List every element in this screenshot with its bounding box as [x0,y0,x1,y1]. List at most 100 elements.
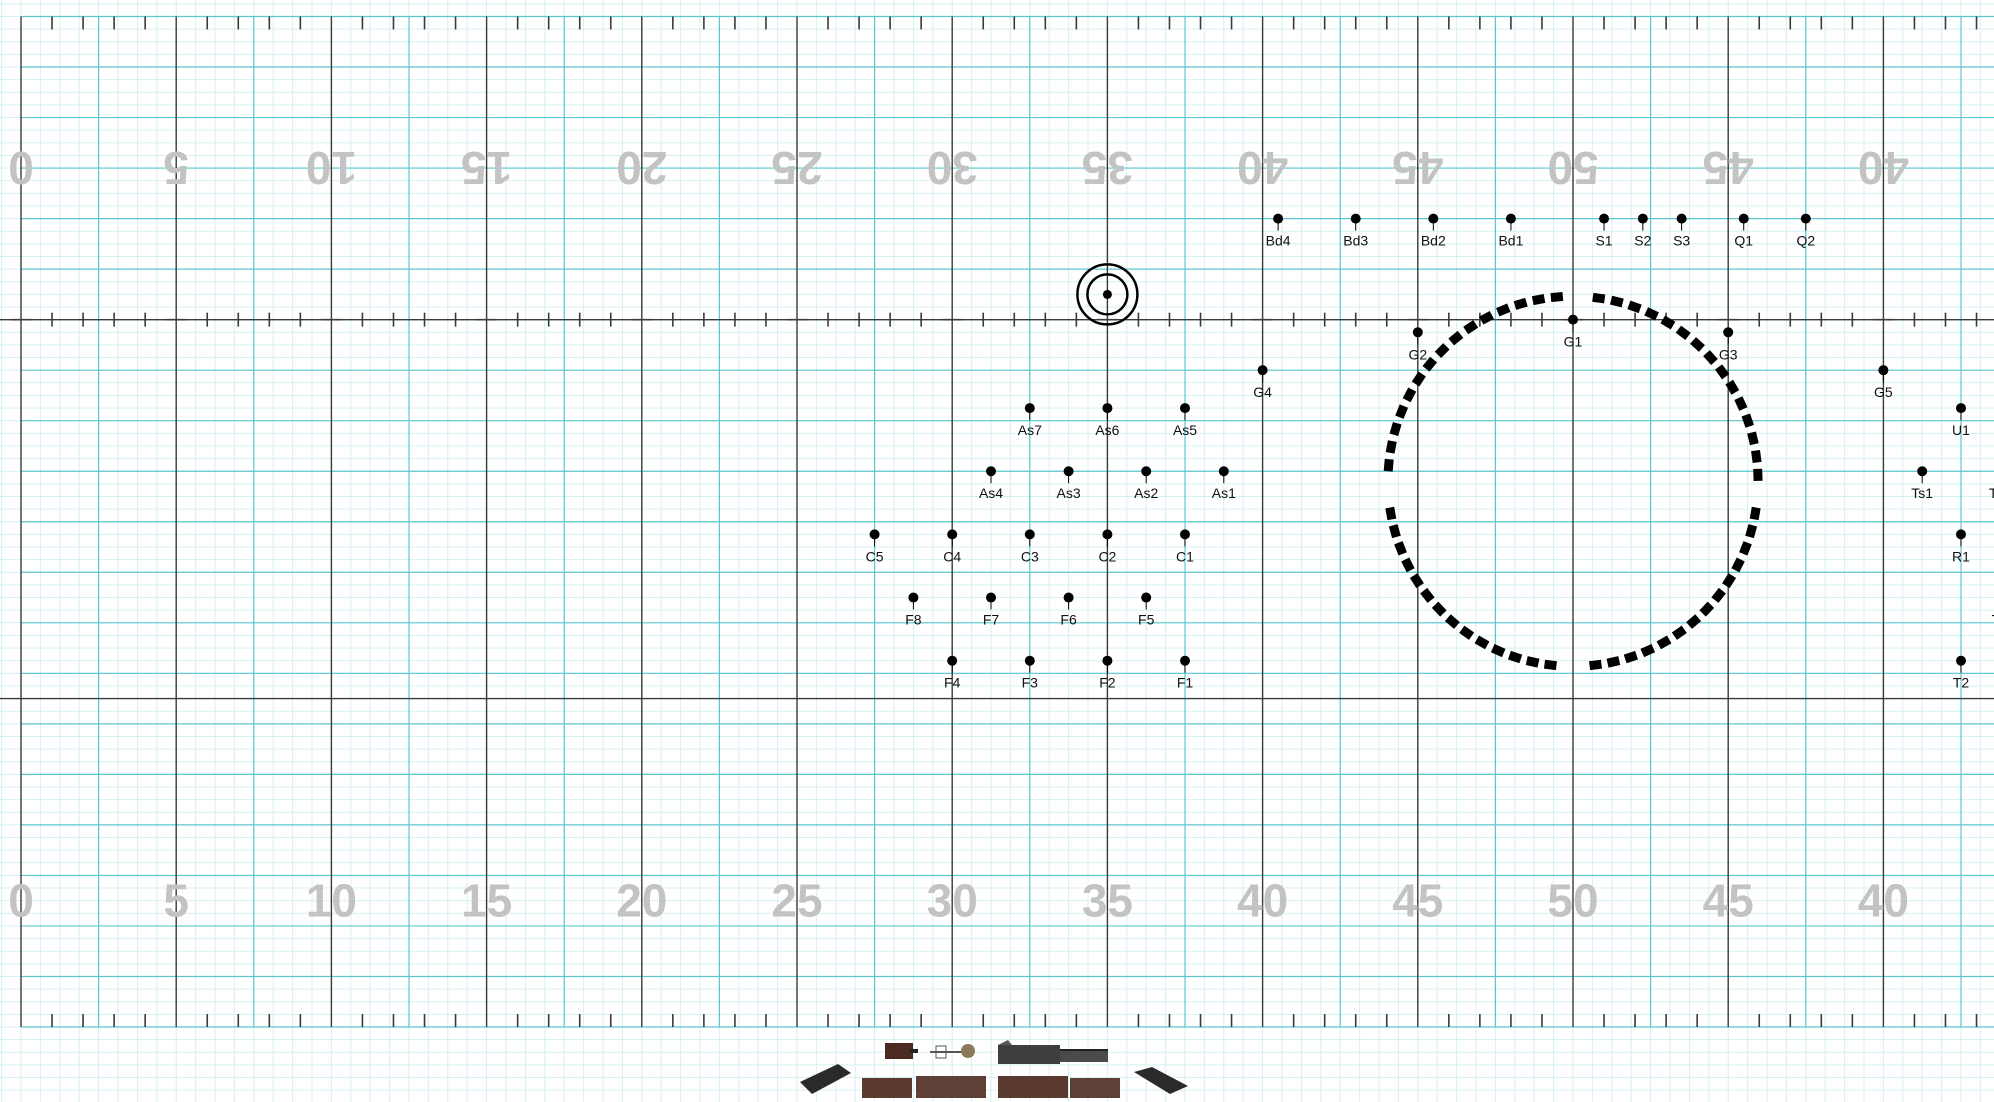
performer-dot [1917,466,1927,476]
performer-label: Ts2 [1989,485,1994,501]
performer-dot [1677,214,1687,224]
prop-riser-2-icon[interactable] [916,1076,986,1098]
performer-label: Bd3 [1343,233,1368,249]
performer-dot [1180,656,1190,666]
performer-label: Bd1 [1498,233,1523,249]
arc-block [1753,469,1762,481]
performer-label: G1 [1564,334,1583,350]
yard-number-bottom: 5 [163,875,189,927]
performer-dot [1506,214,1516,224]
performer-dot [1025,403,1035,413]
performer-label: Q1 [1734,233,1753,249]
performer-dot [986,593,996,603]
performer-label: F2 [1099,675,1116,691]
performer-label: Ts1 [1911,485,1933,501]
performer-label: G3 [1719,346,1738,362]
prop-riser-1-icon[interactable] [862,1078,912,1098]
performer-dot [1180,403,1190,413]
arc-block [1751,450,1762,463]
performer-label: C4 [943,548,961,564]
yard-number-bottom: 0 [8,875,34,927]
performer-label: G5 [1874,384,1893,400]
performer-dot [1413,327,1423,337]
arc-block [1589,660,1602,670]
performer-dot [1064,593,1074,603]
performer-label: T2 [1953,675,1970,691]
performer-dot [1025,529,1035,539]
performer-dot [1102,403,1112,413]
yard-number-bottom: 25 [771,875,822,927]
yard-number-bottom: 20 [616,875,667,927]
yard-number-bottom: 35 [1082,875,1133,927]
yard-number-bottom: 10 [306,875,357,927]
performer-dot [1428,214,1438,224]
yard-number-top: 35 [1082,142,1133,194]
arc-block [1384,459,1394,472]
performer-dot [1638,214,1648,224]
prop-rack-icon[interactable] [1060,1050,1108,1062]
performer-dot [1723,327,1733,337]
yard-number-bottom: 45 [1703,875,1754,927]
performer-label: As5 [1173,422,1197,438]
performer-dot [1801,214,1811,224]
yard-number-bottom: 40 [1237,875,1288,927]
yard-number-top: 10 [306,142,357,194]
yard-number-top: 45 [1703,142,1754,194]
performer-label: As2 [1134,485,1158,501]
target-center [1103,290,1112,299]
yard-number-bottom: 45 [1392,875,1443,927]
performer-dot [1599,214,1609,224]
performer-dot [1351,214,1361,224]
performer-label: Q2 [1796,233,1815,249]
performer-dot [1258,365,1268,375]
yard-number-top: 30 [927,142,978,194]
performer-dot [1878,365,1888,375]
performer-dot [1064,466,1074,476]
performer-dot [1025,656,1035,666]
yard-number-bottom: 40 [1858,875,1909,927]
performer-label: U1 [1952,422,1970,438]
performer-label: G2 [1408,346,1427,362]
performer-label: S1 [1595,233,1612,249]
yard-number-top: 15 [461,142,512,194]
yard-number-top: 40 [1858,142,1909,194]
arc-block [1592,293,1605,304]
performer-dot [1141,466,1151,476]
prop-riser-4-icon[interactable] [1070,1078,1120,1098]
performer-label: As6 [1095,422,1119,438]
performer-label: S2 [1634,233,1651,249]
performer-label: C1 [1176,548,1194,564]
performer-dot [1568,315,1578,325]
arc-block [1544,660,1557,670]
performer-label: As7 [1018,422,1042,438]
performer-label: F3 [1022,675,1039,691]
yard-number-top: 40 [1237,142,1288,194]
performer-dot [1739,214,1749,224]
performer-dot [1219,466,1229,476]
yard-number-bottom: 30 [927,875,978,927]
performer-label: C2 [1098,548,1116,564]
performer-dot [1956,403,1966,413]
performer-label: F5 [1138,612,1155,628]
performer-label: As3 [1057,485,1081,501]
performer-label: C5 [866,548,884,564]
performer-dot [1141,593,1151,603]
performer-dot [870,529,880,539]
performer-label: G4 [1253,384,1272,400]
arc-block [1551,292,1564,302]
yard-number-top: 45 [1392,142,1443,194]
performer-label: F7 [983,612,1000,628]
performer-label: F8 [905,612,922,628]
yard-number-bottom: 50 [1547,875,1598,927]
performer-label: S3 [1673,233,1690,249]
prop-riser-3-icon[interactable] [998,1076,1068,1098]
performer-label: F4 [944,675,961,691]
performer-label: R1 [1952,548,1970,564]
performer-label: As4 [979,485,1003,501]
yard-number-bottom: 15 [461,875,512,927]
performer-dot [947,656,957,666]
performer-label: C3 [1021,548,1039,564]
performer-label: F1 [1177,675,1194,691]
performer-label: As1 [1212,485,1236,501]
